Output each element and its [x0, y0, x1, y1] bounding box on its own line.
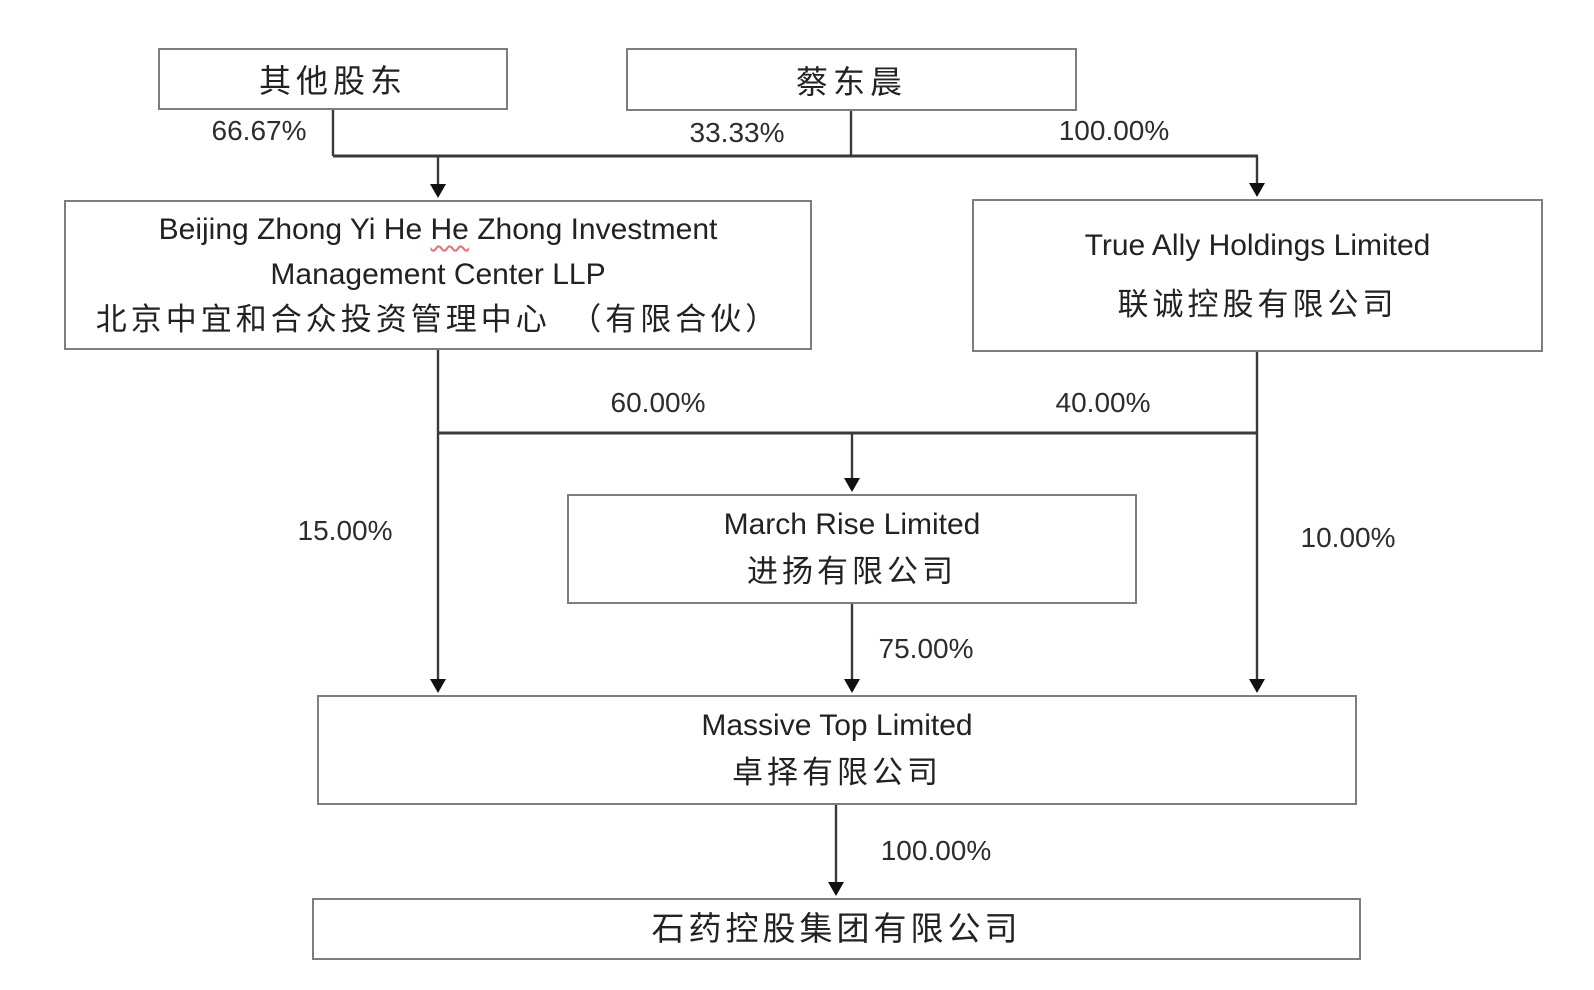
ownership-label-beijing-to-massive-top: 15.00%	[297, 515, 393, 546]
ownership-label-cai-to-beijing: 33.33%	[689, 117, 785, 148]
node-label-zh: 蔡东晨	[795, 63, 907, 100]
arrowhead-march-rise-into-massive-top	[844, 679, 860, 693]
arrowhead-into-cspc	[828, 882, 844, 896]
arrowhead-into-beijing	[430, 184, 446, 198]
ownership-label-true-ally-to-massive-top: 10.00%	[1300, 522, 1396, 553]
arrowhead-true-ally-into-massive-top	[1249, 679, 1265, 693]
node-label-zh: 石药控股集团有限公司	[651, 910, 1022, 948]
node-true-ally: True Ally Holdings Limited 联诚控股有限公司	[972, 199, 1543, 352]
ownership-label-beijing-to-march-rise: 60.00%	[610, 387, 706, 418]
ownership-label-other-to-beijing: 66.67%	[211, 115, 307, 146]
node-label-en-part3: Zhong Investment	[477, 212, 718, 246]
node-label-en: March Rise Limited	[723, 508, 981, 542]
node-march-rise: March Rise Limited 进扬有限公司	[567, 494, 1137, 604]
node-beijing-llp: Beijing Zhong Yi He He Zhong Investment …	[64, 200, 812, 350]
ownership-label-cai-to-true-ally: 100.00%	[1058, 115, 1170, 146]
node-label-en-part1: Beijing Zhong Yi He	[158, 212, 423, 246]
node-label-zh: 北京中宜和合众投资管理中心 （有限合伙）	[95, 301, 781, 337]
ownership-label-massive-top-to-cspc: 100.00%	[880, 835, 992, 866]
node-label-zh: 进扬有限公司	[747, 554, 957, 590]
arrowhead-into-march-rise	[844, 478, 860, 492]
node-label-en: Massive Top Limited	[701, 709, 973, 743]
ownership-label-march-rise-to-massive-top: 75.00%	[878, 633, 974, 664]
node-label-en-line1: Beijing Zhong Yi He He Zhong Investment	[159, 207, 718, 252]
node-cai-dongchen: 蔡东晨	[626, 48, 1077, 111]
node-label-zh: 其他股东	[258, 63, 407, 99]
node-label-zh: 卓择有限公司	[732, 755, 942, 791]
arrowhead-into-true-ally	[1249, 183, 1265, 197]
node-label-en-line2: Management Center LLP	[270, 257, 606, 291]
ownership-label-true-ally-to-march-rise: 40.00%	[1055, 387, 1151, 418]
node-massive-top: Massive Top Limited 卓择有限公司	[317, 695, 1357, 805]
node-label-en: True Ally Holdings Limited	[1084, 228, 1431, 262]
node-label-en-part2-spellcheck: He	[430, 212, 469, 246]
arrowhead-beijing-into-massive-top	[430, 679, 446, 693]
node-label-zh: 联诚控股有限公司	[1117, 286, 1398, 322]
node-other-shareholders: 其他股东	[158, 48, 508, 110]
node-cspc-holdings: 石药控股集团有限公司	[312, 898, 1361, 960]
